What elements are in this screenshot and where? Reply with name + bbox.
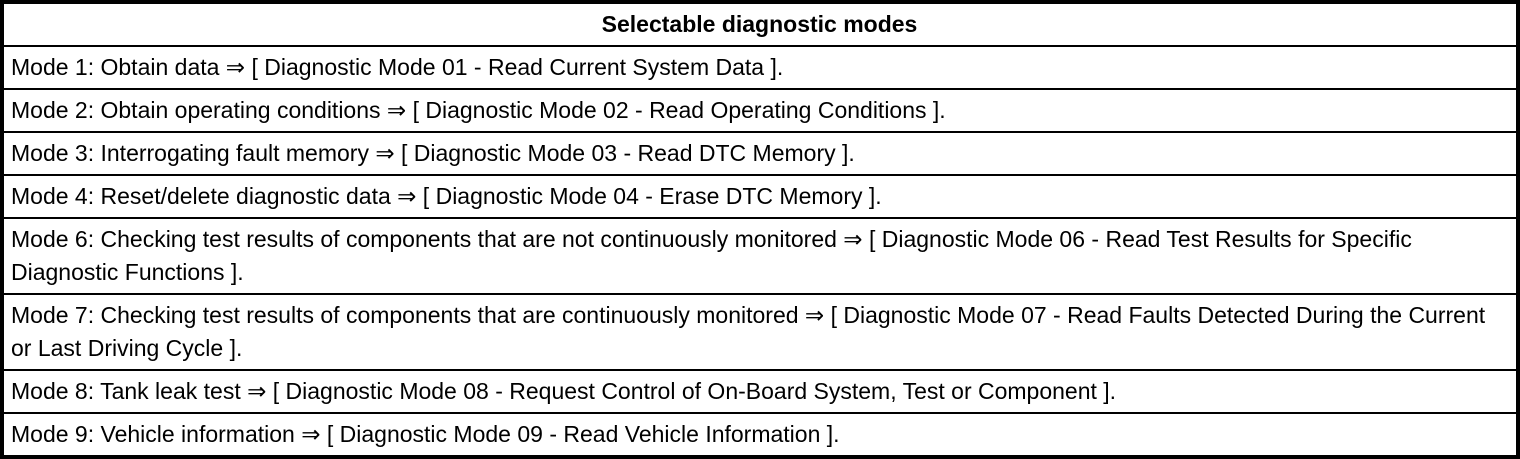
table-row-mode-1: Mode 1: Obtain data ⇒ [ Diagnostic Mode … (4, 45, 1516, 88)
table-row-mode-4: Mode 4: Reset/delete diagnostic data ⇒ [… (4, 174, 1516, 217)
table-title: Selectable diagnostic modes (601, 11, 918, 37)
table-row-mode-7: Mode 7: Checking test results of compone… (4, 293, 1516, 369)
table-row-mode-6: Mode 6: Checking test results of compone… (4, 217, 1516, 293)
table-row-mode-2: Mode 2: Obtain operating conditions ⇒ [ … (4, 88, 1516, 131)
table-row-mode-3: Mode 3: Interrogating fault memory ⇒ [ D… (4, 131, 1516, 174)
table-row-mode-8: Mode 8: Tank leak test ⇒ [ Diagnostic Mo… (4, 369, 1516, 412)
table-row-mode-9: Mode 9: Vehicle information ⇒ [ Diagnost… (4, 412, 1516, 455)
